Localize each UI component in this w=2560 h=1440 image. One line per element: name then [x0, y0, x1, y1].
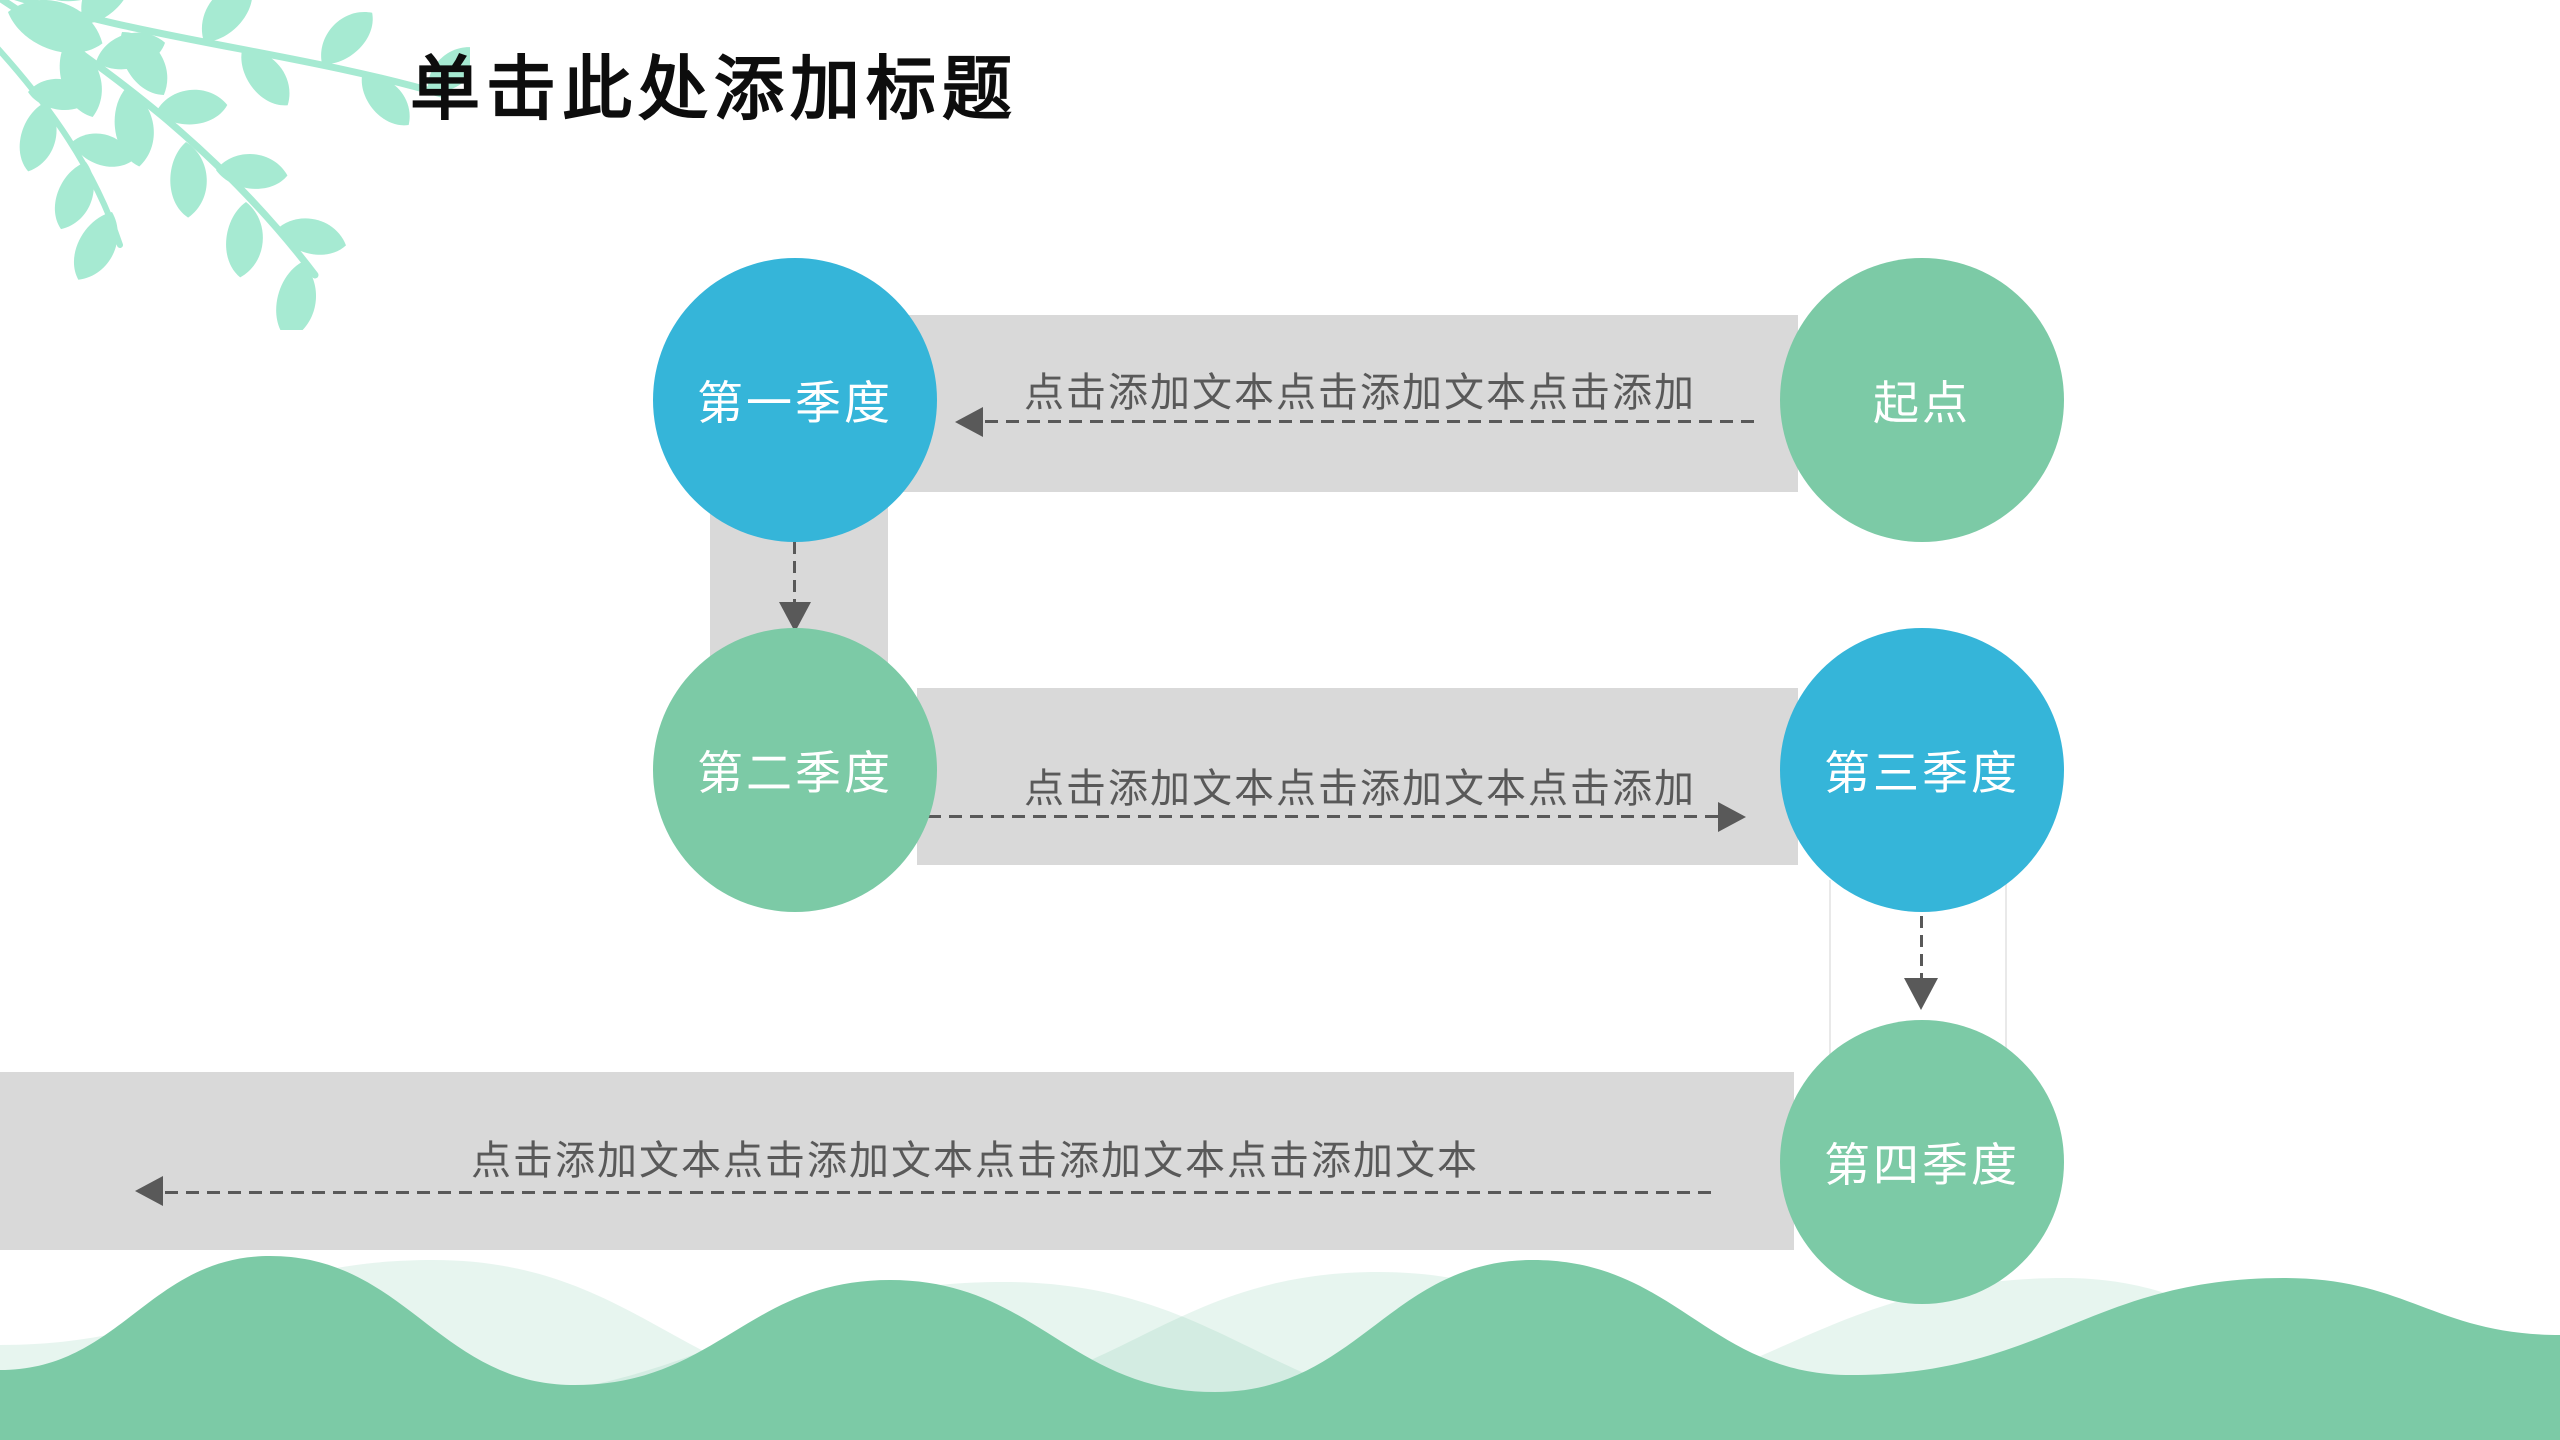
dashed-line-q4-to-left	[165, 1191, 1715, 1194]
connector-text-placeholder-1[interactable]: 点击添加文本点击添加文本点击添加	[1024, 371, 1696, 415]
arrowhead-down-icon	[779, 602, 811, 632]
slide-title-placeholder[interactable]: 单击此处添加标题	[410, 50, 1018, 128]
connector-text-placeholder-3[interactable]: 点击添加文本点击添加文本点击添加文本点击添加文本	[471, 1139, 1479, 1183]
arrowhead-left-icon	[955, 407, 983, 437]
dashed-line-start-to-q1	[985, 420, 1755, 423]
arrowhead-right-icon	[1718, 802, 1746, 832]
node-start[interactable]: 起点	[1780, 258, 2064, 542]
node-label: 第四季度	[1824, 1139, 2020, 1191]
dashed-line-q1-to-q2	[793, 542, 796, 602]
arrowhead-left-icon	[135, 1176, 163, 1206]
connector-band-q2-to-q3	[917, 688, 1798, 865]
node-label: 第三季度	[1824, 747, 2020, 799]
node-label: 第二季度	[697, 747, 893, 799]
node-q1[interactable]: 第一季度	[653, 258, 937, 542]
wave-solid	[0, 1256, 2560, 1440]
node-label: 第一季度	[697, 377, 893, 429]
arrowhead-down-icon	[1904, 978, 1938, 1010]
leaf-branch-decoration	[0, 0, 470, 330]
node-q3[interactable]: 第三季度	[1780, 628, 2064, 912]
wave-decoration	[0, 1256, 2560, 1440]
dashed-line-q2-to-q3	[928, 815, 1718, 818]
node-q4[interactable]: 第四季度	[1780, 1020, 2064, 1304]
dashed-line-q3-to-q4	[1920, 916, 1923, 978]
connector-text-placeholder-2[interactable]: 点击添加文本点击添加文本点击添加	[1024, 767, 1696, 811]
node-label: 起点	[1873, 377, 1971, 429]
node-q2[interactable]: 第二季度	[653, 628, 937, 912]
connector-band-q4-to-left	[0, 1072, 1794, 1250]
